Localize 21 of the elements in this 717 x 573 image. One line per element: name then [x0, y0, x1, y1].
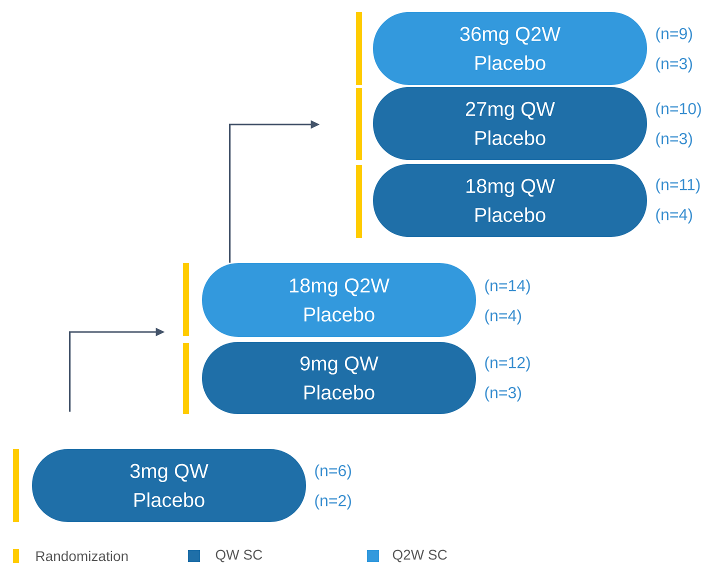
- legend-label: Randomization: [36, 550, 128, 562]
- sample-size: (n=2): [315, 494, 351, 510]
- legend-label: QW SC: [216, 550, 262, 562]
- treatment-box: 27mg QW Placebo: [373, 87, 647, 160]
- sample-size: (n=4): [656, 208, 692, 224]
- treatment-box: 18mg QW Placebo: [373, 164, 647, 237]
- sample-size: (n=3): [485, 386, 521, 402]
- sample-size: (n=12): [485, 356, 530, 372]
- sample-size: (n=9): [656, 28, 692, 42]
- treatment-box: 18mg Q2W Placebo: [202, 263, 476, 337]
- sample-size: (n=3): [656, 58, 692, 72]
- sample-size: (n=14): [485, 280, 530, 294]
- sample-size: (n=4): [485, 310, 521, 324]
- treatment-box: 3mg QW Placebo: [32, 449, 306, 522]
- sample-size: (n=11): [656, 178, 700, 194]
- treatment-box: 36mg Q2W Placebo: [373, 12, 647, 85]
- legend-label: Q2W SC: [392, 550, 447, 562]
- sample-size: (n=3): [656, 132, 692, 148]
- treatment-box: 9mg QW Placebo: [202, 342, 476, 414]
- sample-size: (n=6): [315, 464, 351, 480]
- sample-size: (n=10): [656, 102, 701, 118]
